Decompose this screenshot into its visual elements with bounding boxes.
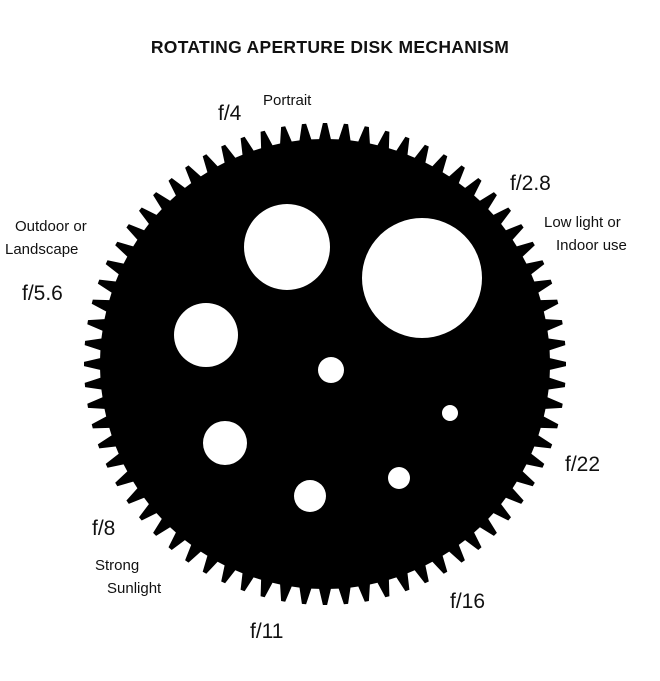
desc-landscape: Landscape (5, 241, 79, 258)
label-f8: f/8 (92, 517, 116, 540)
label-f4: f/4 (218, 102, 242, 125)
label-f11: f/11 (250, 620, 284, 643)
label-f16: f/16 (450, 590, 486, 613)
diagram-title: ROTATING APERTURE DISK MECHANISM (150, 37, 510, 57)
label-f2-8: f/2.8 (510, 172, 551, 195)
label-f22: f/22 (565, 453, 601, 476)
desc-indoor-use: Indoor use (556, 237, 627, 254)
label-f5-6: f/5.6 (22, 282, 63, 305)
desc-outdoor: Outdoor or (15, 218, 87, 235)
desc-low-light: Low light or (544, 214, 621, 231)
desc-strong: Strong (95, 557, 140, 574)
desc-sunlight: Sunlight (107, 580, 162, 597)
desc-portrait: Portrait (263, 92, 312, 109)
gear-disk (84, 123, 566, 605)
